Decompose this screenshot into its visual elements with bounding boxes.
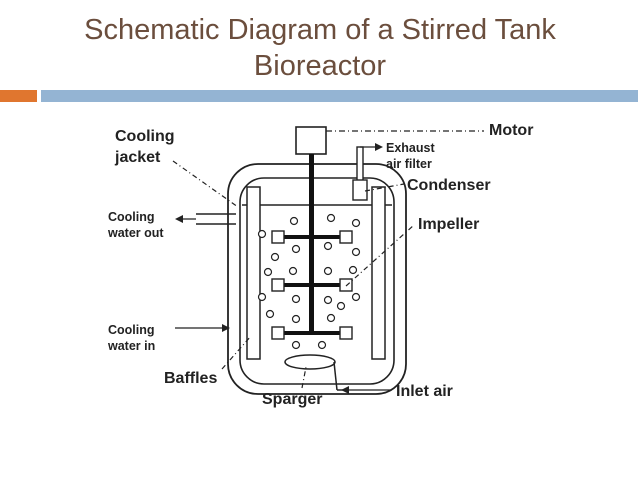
title-line-2: Bioreactor xyxy=(253,50,387,82)
label-impeller: Impeller xyxy=(418,216,479,233)
impeller-blade xyxy=(339,326,353,340)
baffle-left xyxy=(246,186,261,360)
exhaust-arrowhead xyxy=(375,143,383,151)
baffle-right xyxy=(371,186,386,360)
inlet-air-pipe xyxy=(333,361,338,391)
label-motor: Motor xyxy=(489,122,533,139)
impeller-blade xyxy=(271,326,285,340)
accent-bar-orange xyxy=(0,90,37,102)
label-inlet-air: Inlet air xyxy=(396,383,453,400)
label-exhaust-line2: air filter xyxy=(386,157,432,171)
label-cooling-out-line2: water out xyxy=(107,226,164,240)
label-cooling-in-line2: water in xyxy=(107,339,155,353)
label-condenser: Condenser xyxy=(407,177,491,194)
slide-title: Schematic Diagram of a Stirred Tank Bior… xyxy=(40,12,600,84)
cooling-out-arrowhead xyxy=(175,215,183,223)
baffles-leader xyxy=(221,335,252,370)
vessel-inner xyxy=(239,177,395,385)
label-cooling-jacket-line2: jacket xyxy=(114,149,161,166)
sparger-leader xyxy=(301,366,307,389)
cooling-in-arrowhead xyxy=(222,324,230,332)
label-cooling-out-line1: Cooling xyxy=(108,210,155,224)
cooling-jacket-outer xyxy=(227,163,407,395)
label-exhaust-line1: Exhaust xyxy=(386,141,435,155)
title-line-1: Schematic Diagram of a Stirred Tank xyxy=(84,14,556,46)
label-sparger: Sparger xyxy=(262,391,322,408)
condenser-box xyxy=(352,179,368,201)
impeller-blade xyxy=(339,230,353,244)
label-baffles: Baffles xyxy=(164,370,217,387)
exhaust-pipe xyxy=(356,146,364,184)
label-cooling-jacket-line1: Cooling xyxy=(115,128,175,145)
air-bubbles xyxy=(257,213,361,350)
inlet-air-arrowhead xyxy=(341,386,349,394)
impeller-blade xyxy=(271,230,285,244)
impeller-blade xyxy=(271,278,285,292)
label-cooling-in-line1: Cooling xyxy=(108,323,155,337)
accent-bar-blue xyxy=(41,90,638,102)
impeller-leader xyxy=(345,224,415,287)
cooling-jacket-leader xyxy=(172,160,239,208)
impeller-shaft xyxy=(309,154,314,332)
impeller-blade xyxy=(339,278,353,292)
motor-box xyxy=(295,126,327,155)
sparger-ring xyxy=(284,354,336,370)
